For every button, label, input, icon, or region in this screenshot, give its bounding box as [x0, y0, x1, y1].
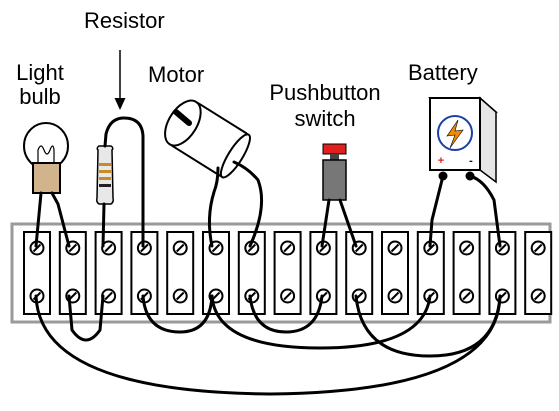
wire-switch-right	[338, 198, 358, 248]
battery-minus-label: -	[469, 155, 473, 167]
screw-slot	[426, 243, 436, 253]
screw-slot	[533, 291, 543, 301]
motor-label: Motor	[148, 62, 205, 87]
resistor-band-4	[99, 184, 111, 187]
screw-slot	[32, 243, 42, 253]
screw-slot	[283, 291, 292, 301]
light-bulb	[23, 122, 69, 194]
wire-battery-negative	[468, 174, 502, 248]
screw-slot	[68, 243, 78, 253]
screw-slot	[462, 243, 471, 253]
screw-slot	[354, 243, 364, 253]
screw-slot	[104, 291, 113, 301]
resistor	[96, 145, 114, 205]
wire-bulb-left	[34, 191, 43, 248]
resistor-band-3	[99, 177, 111, 180]
resistor-band-2	[99, 170, 111, 173]
pushbutton-label-line1: Pushbutton	[269, 80, 381, 105]
battery-label: Battery	[408, 60, 478, 85]
jumper-4-6	[141, 294, 214, 334]
battery-side	[479, 96, 497, 184]
motor-back	[219, 133, 251, 179]
pushbutton-label-line2: switch	[294, 106, 356, 131]
screw-slot	[533, 243, 543, 253]
wire-motor-right	[232, 160, 264, 248]
screw-slot	[390, 291, 400, 301]
screw-slot	[319, 243, 328, 253]
bulb-base	[32, 162, 61, 194]
wire-resistor-bottom	[101, 202, 106, 248]
bulb-filament	[37, 145, 55, 164]
wire-bulb-right	[50, 191, 71, 248]
wire-resistor-top	[103, 116, 145, 248]
switch-stem	[330, 154, 339, 160]
terminal-strip	[10, 222, 553, 324]
screw-slot	[104, 243, 113, 253]
screw-slot	[175, 243, 185, 253]
motor	[164, 99, 251, 179]
screw-slot	[247, 243, 257, 253]
wires	[34, 116, 502, 396]
resistor-body	[96, 145, 114, 205]
jumper-2-3	[67, 294, 105, 342]
jumper-7-9	[248, 294, 324, 334]
screw-slot	[462, 291, 471, 301]
screw-slot	[390, 243, 400, 253]
jumper-1-14	[34, 294, 502, 396]
screw-slot	[140, 243, 149, 253]
wire-switch-left	[320, 198, 331, 248]
light-bulb-label-line1: Light	[16, 60, 64, 85]
bolt-icon	[446, 119, 464, 149]
resistor-band-1	[99, 163, 111, 166]
switch-body	[322, 159, 347, 201]
motor-shaft	[173, 109, 192, 126]
pushbutton-switch	[322, 143, 347, 201]
jumper-6-12	[210, 294, 432, 350]
wire-battery-positive	[428, 174, 445, 248]
battery: + -	[428, 96, 498, 184]
screw-slot	[175, 291, 185, 301]
switch-button	[322, 143, 347, 155]
screw-slot	[498, 243, 507, 253]
light-bulb-label-line2: bulb	[19, 84, 61, 109]
resistor-label: Resistor	[84, 8, 165, 33]
battery-plus-label: +	[438, 155, 444, 167]
resistor-arrow	[114, 50, 126, 110]
wire-motor-left	[207, 166, 220, 248]
screw-slot	[211, 243, 221, 253]
screw-slot	[283, 243, 292, 253]
